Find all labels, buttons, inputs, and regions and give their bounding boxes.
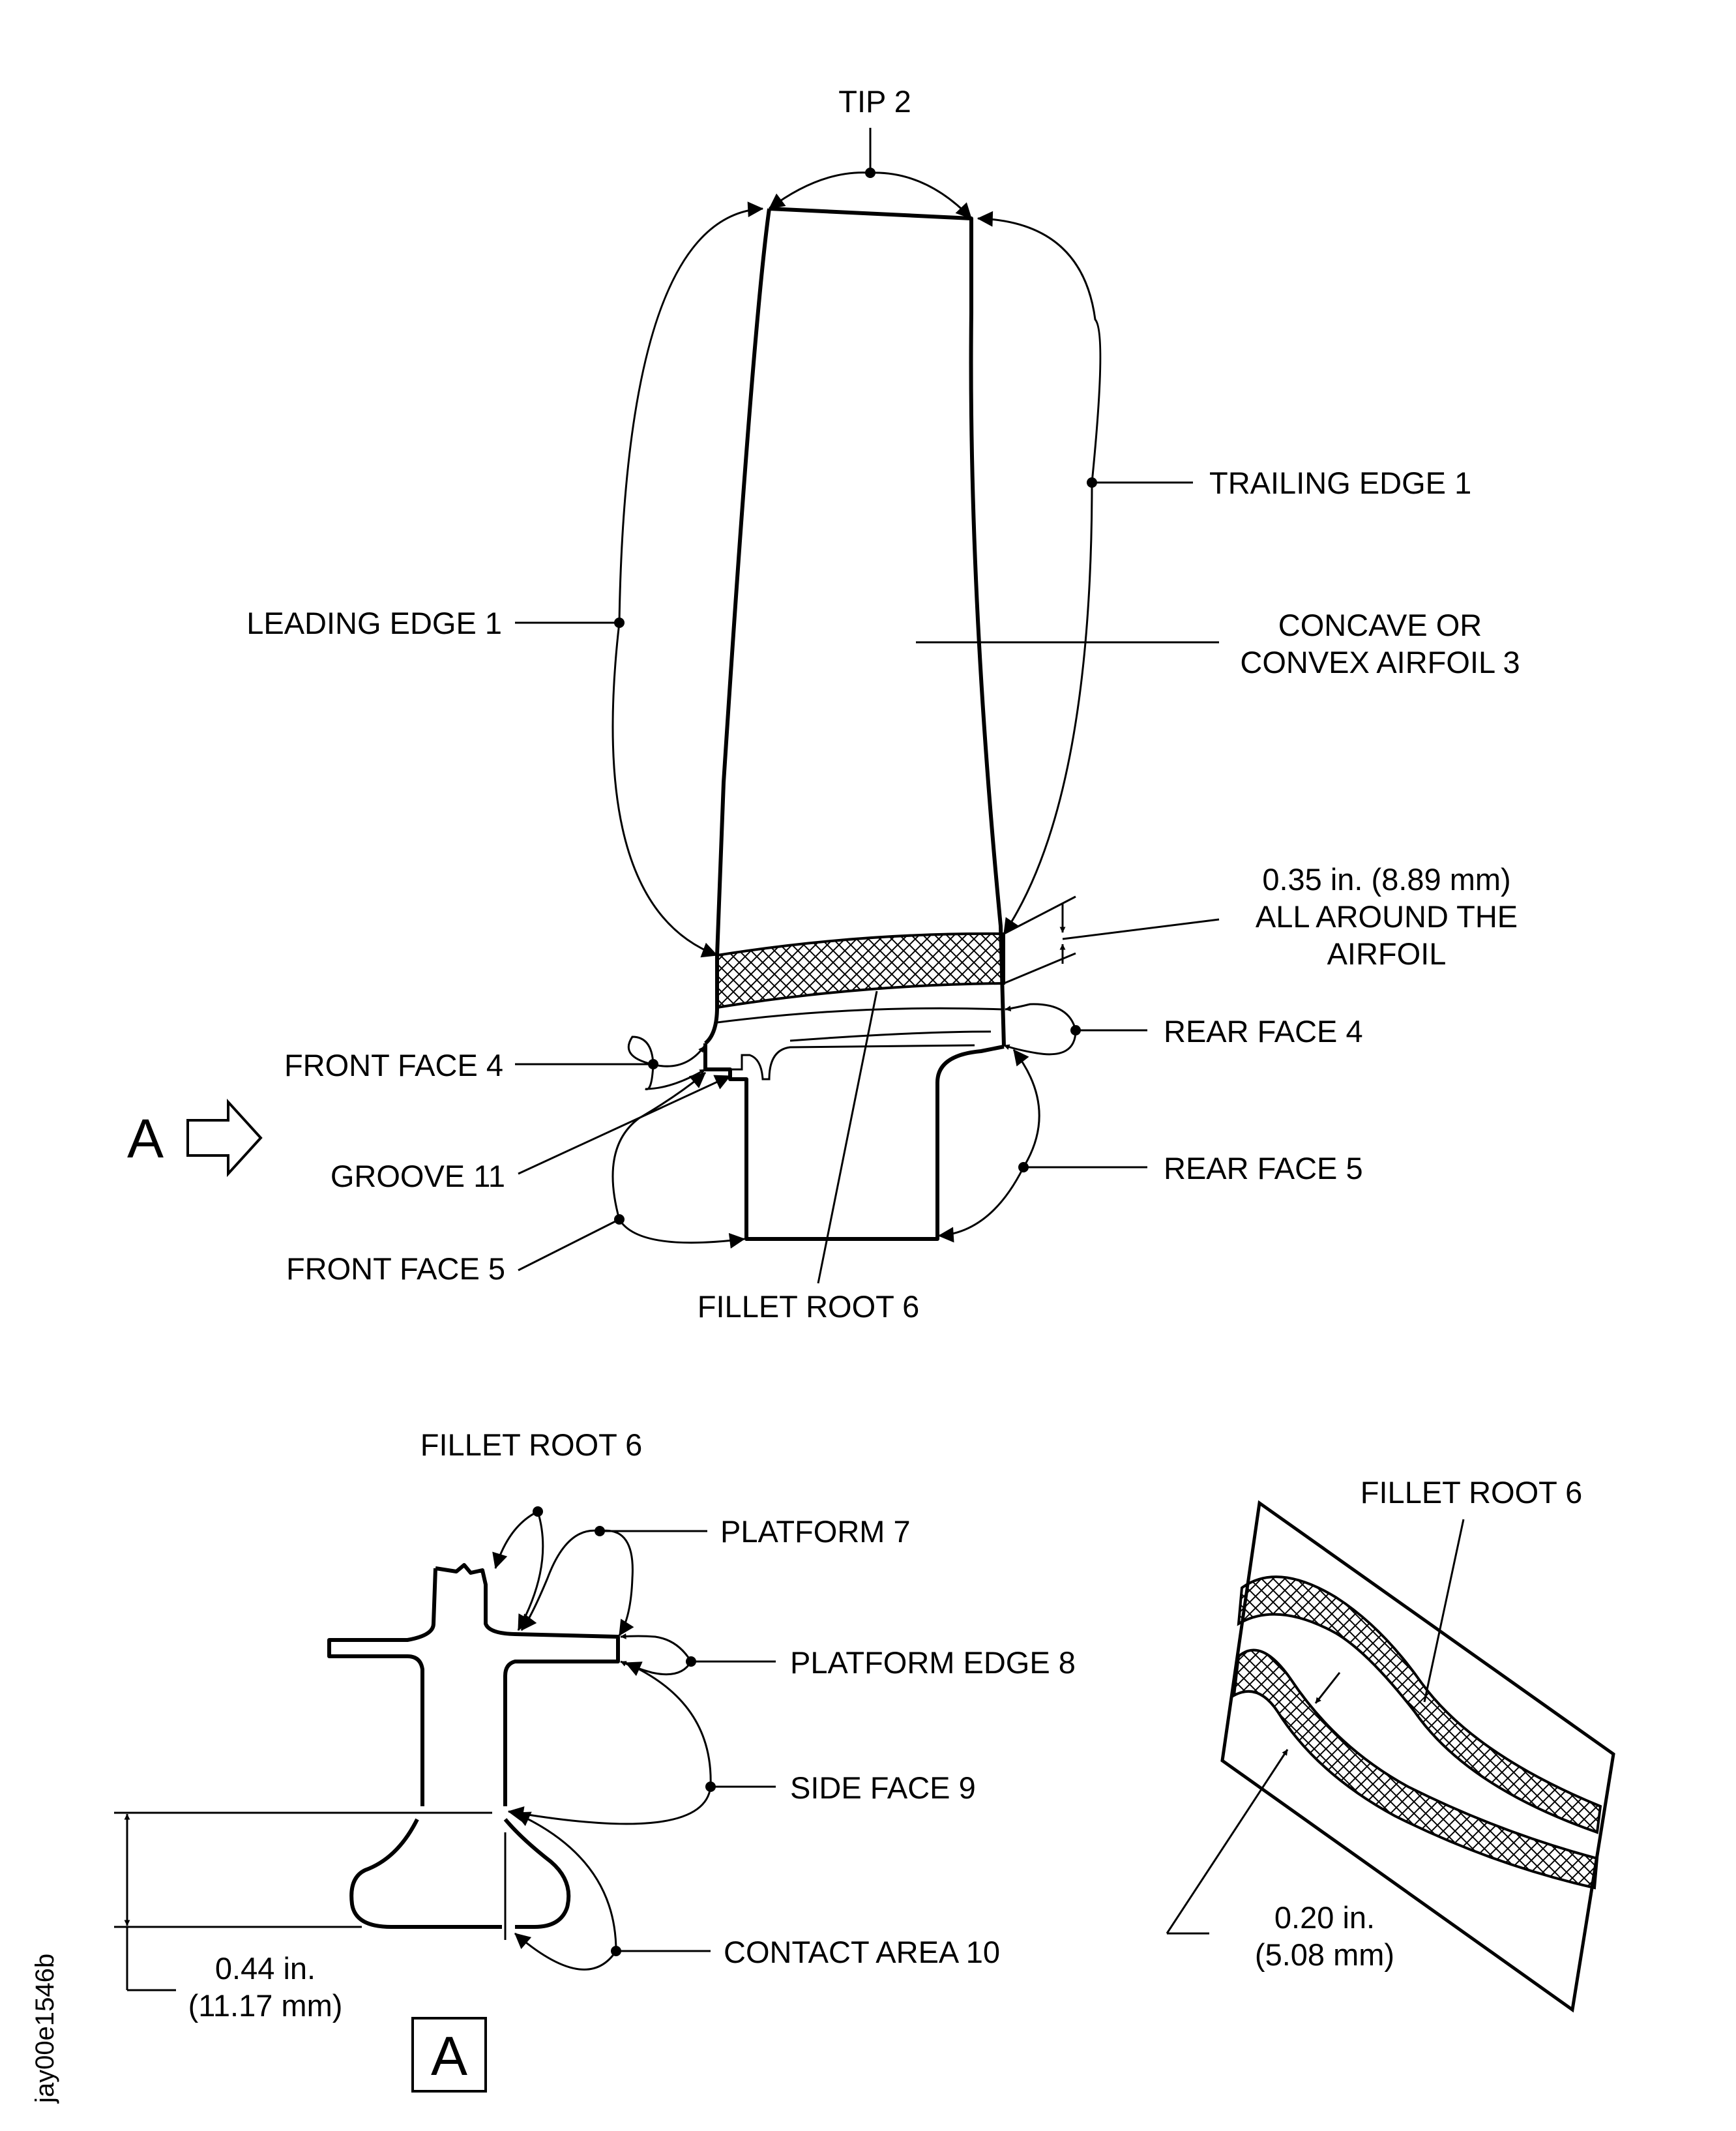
fillet-band-upper [1237, 1575, 1602, 1834]
platform-outline [703, 1043, 1005, 1241]
tip-arrow-right [870, 171, 973, 220]
front-face-4-label: FRONT FACE 4 [284, 1048, 503, 1082]
platform-edge-label: PLATFORM EDGE 8 [790, 1645, 1076, 1680]
fillet-root-section-label: FILLET ROOT 6 [1361, 1475, 1582, 1510]
rear-face-5-arrow-top [1012, 1049, 1040, 1168]
fillet-root-section-leader [1423, 1519, 1465, 1703]
drawing-id: jay00e1546b [31, 1954, 59, 2104]
dim-extension-top [1003, 895, 1076, 935]
groove-label: GROOVE 11 [331, 1159, 505, 1193]
platform-edge-arrow-a [620, 1633, 692, 1662]
detail-view-a: 0.44 in. (11.17 mm) FILLET ROOT 6 PLATFO… [114, 1427, 1076, 2093]
contact-area-label: CONTACT AREA 10 [724, 1935, 1000, 1969]
fillet-root-detail-arrow-a [492, 1510, 538, 1570]
view-arrow-letter: A [127, 1108, 164, 1169]
main-blade-view: TIP 2 TRAILING EDGE 1 LEADING EDGE 1 CON… [127, 84, 1520, 1324]
trailing-edge-label: TRAILING EDGE 1 [1209, 466, 1471, 500]
contact-area-arrow-bottom [514, 1932, 617, 1971]
dim-left-line1: 0.44 in. [215, 1951, 316, 1986]
groove-leader [518, 1075, 731, 1175]
side-face-arrow-bottom [507, 1786, 712, 1825]
contact-area-arrow-top [514, 1811, 617, 1952]
fillet-root-detail-dot [533, 1506, 543, 1517]
rear-face-5-arrow-bottom [937, 1167, 1025, 1243]
dim-top-line1: 0.35 in. (8.89 mm) [1262, 862, 1510, 897]
dim-leader [1062, 918, 1220, 940]
dim-top-line3: AIRFOIL [1327, 936, 1447, 971]
rear-face-4-label: REAR FACE 4 [1164, 1014, 1363, 1049]
fillet-band-lower [1232, 1648, 1599, 1890]
dim-right-arrow-a [1314, 1672, 1341, 1704]
front-face-4-loop-a [627, 1036, 705, 1067]
tip-label: TIP 2 [838, 84, 911, 119]
platform-arrow-b [599, 1529, 634, 1637]
fillet-root-detail-arrow-b [517, 1511, 544, 1632]
view-box-letter: A [431, 2025, 467, 2087]
side-face-label: SIDE FACE 9 [790, 1770, 976, 1805]
airfoil-leading-line [703, 208, 771, 1045]
platform-arrow-a [520, 1529, 600, 1631]
view-arrow-icon [186, 1098, 263, 1178]
front-face-5-arrow-top [611, 1071, 706, 1220]
dim-right-line2: (5.08 mm) [1255, 1937, 1394, 1972]
fillet-root-main-leader [817, 991, 878, 1284]
platform-bevel [716, 1007, 1005, 1024]
platform-inner-line [789, 1030, 992, 1042]
front-face-5-label: FRONT FACE 5 [286, 1251, 505, 1286]
airfoil-label-line2: CONVEX AIRFOIL 3 [1240, 645, 1520, 679]
dim-top-line2: ALL AROUND THE [1256, 899, 1518, 934]
fillet-band-hatch [716, 932, 1005, 1009]
front-face-5-leader [518, 1218, 620, 1272]
side-face-arrow-top [625, 1662, 712, 1787]
view-box [411, 2017, 487, 2093]
rear-face-4-arrow-a [1005, 1003, 1077, 1031]
section-frame [1220, 1500, 1615, 2013]
rear-face-4-arrow-b [1003, 1030, 1077, 1056]
dim-right-line1: 0.20 in. [1274, 1900, 1375, 1935]
leading-edge-arrow-top [618, 201, 764, 623]
dim-extension-bottom [1003, 952, 1076, 985]
platform-groove [730, 1044, 975, 1080]
platform-label: PLATFORM 7 [720, 1514, 911, 1549]
section-view-right: FILLET ROOT 6 0.20 in. (5.08 mm) [1166, 1475, 1615, 2013]
airfoil-label-line1: CONCAVE OR [1278, 608, 1482, 642]
section-outline [327, 1563, 620, 1806]
trailing-edge-arrow-top [977, 211, 1102, 483]
trailing-edge-arrow-bottom [1003, 482, 1093, 934]
leading-edge-label: LEADING EDGE 1 [246, 606, 502, 640]
section-root-lobe [349, 1818, 571, 1929]
airfoil-outline [769, 207, 1006, 1047]
tip-arrow-left [769, 171, 871, 210]
dim-right-arrow-b [1166, 1749, 1289, 1934]
platform-edge-arrow-b [620, 1660, 692, 1676]
leading-edge-arrow-bottom [611, 622, 718, 958]
fillet-root-main-label: FILLET ROOT 6 [698, 1289, 919, 1324]
fillet-root-detail-label: FILLET ROOT 6 [420, 1427, 642, 1462]
front-face-5-arrow-bottom [618, 1219, 746, 1249]
front-face-4-loop-b [645, 1064, 706, 1090]
dim-left-line2: (11.17 mm) [188, 1988, 343, 2023]
rear-face-5-label: REAR FACE 5 [1164, 1151, 1363, 1185]
